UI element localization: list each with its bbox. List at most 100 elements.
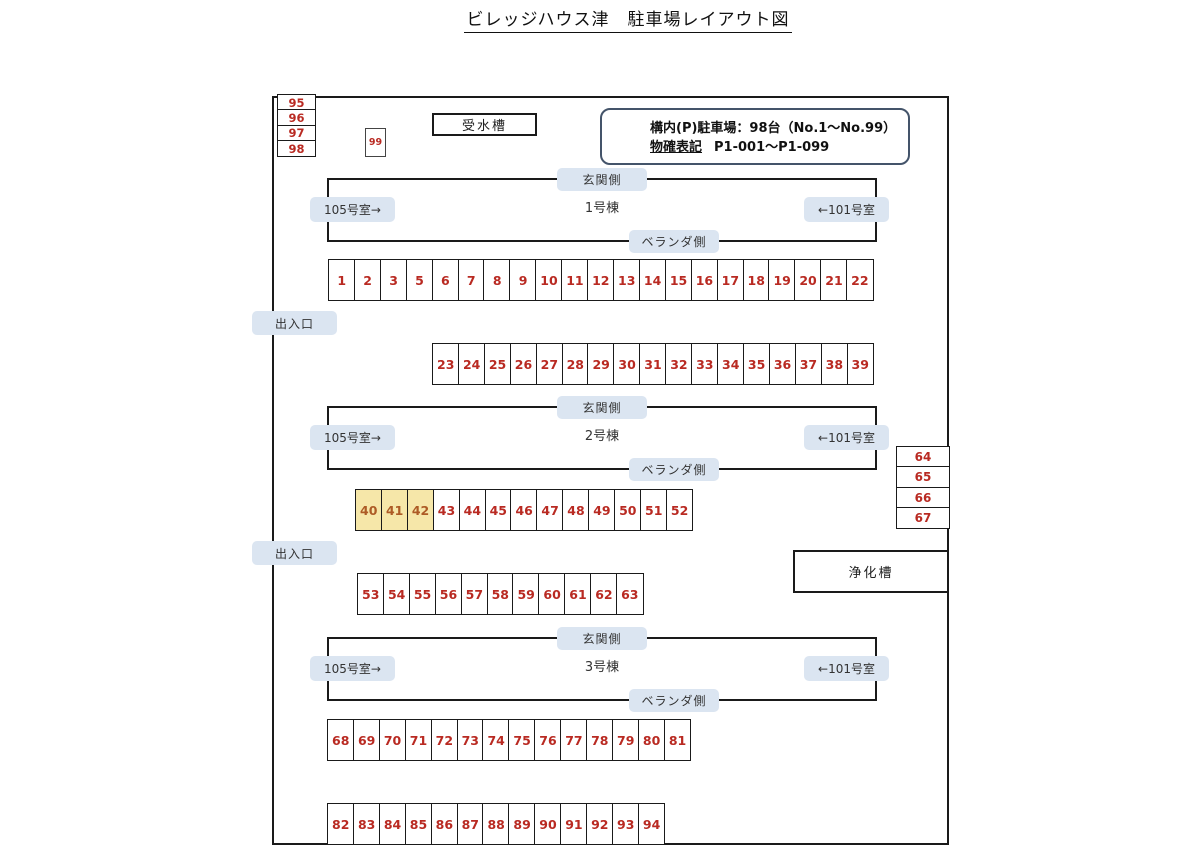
veranda-side-label: ベランダ側 <box>629 230 719 253</box>
parking-space-60: 60 <box>538 573 566 615</box>
parking-space-90: 90 <box>534 803 562 845</box>
parking-space-12: 12 <box>587 259 615 301</box>
parking-space-50: 50 <box>614 489 642 531</box>
parking-space-32: 32 <box>665 343 693 385</box>
parking-space-59: 59 <box>512 573 540 615</box>
parking-space-84: 84 <box>378 803 407 845</box>
parking-space-28: 28 <box>561 343 590 385</box>
parking-space-48: 48 <box>562 489 590 531</box>
parking-space-40: 40 <box>355 489 383 531</box>
parking-space-1: 1 <box>328 259 356 301</box>
parking-space-85: 85 <box>404 803 433 845</box>
page-title-text: ビレッジハウス津 駐車場レイアウト図 <box>463 5 793 33</box>
parking-space-26: 26 <box>509 343 538 385</box>
parking-space-89: 89 <box>508 803 536 845</box>
parking-space-92: 92 <box>586 803 614 845</box>
parking-space-94: 94 <box>637 803 666 845</box>
parking-space-82: 82 <box>327 803 355 845</box>
info-notation-value: P1-001～P1-099 <box>714 140 830 155</box>
building-3: 玄関側 105号室→ 3号棟 ←101号室 ベランダ側 <box>310 627 889 712</box>
parking-space-42: 42 <box>406 489 435 531</box>
parking-space-34: 34 <box>716 343 745 385</box>
parking-space-9: 9 <box>509 259 537 301</box>
parking-space-51: 51 <box>639 489 668 531</box>
parking-space-22: 22 <box>846 259 874 301</box>
parking-space-77: 77 <box>560 719 588 761</box>
entrance-side-label: 玄関側 <box>557 168 647 191</box>
parking-space-64: 64 <box>896 446 950 468</box>
parking-space-3: 3 <box>379 259 408 301</box>
veranda-side-label: ベランダ側 <box>629 458 719 481</box>
parking-space-57: 57 <box>460 573 489 615</box>
info-line-capacity: 構内(P)駐車場：98台（No.1～No.99） <box>650 121 897 136</box>
parking-space-61: 61 <box>564 573 592 615</box>
building-name: 3号棟 <box>584 660 620 675</box>
parking-space-74: 74 <box>482 719 510 761</box>
page-title: ビレッジハウス津 駐車場レイアウト図 <box>0 5 1200 33</box>
parking-space-65: 65 <box>896 466 950 489</box>
parking-space-43: 43 <box>432 489 461 531</box>
parking-space-39: 39 <box>846 343 874 385</box>
entrance-label-2: 出入口 <box>252 541 337 565</box>
parking-space-36: 36 <box>768 343 797 385</box>
parking-space-37: 37 <box>794 343 823 385</box>
parking-space-78: 78 <box>586 719 614 761</box>
parking-space-19: 19 <box>768 259 796 301</box>
parking-space-86: 86 <box>430 803 459 845</box>
room-101-label: ←101号室 <box>804 425 889 450</box>
parking-space-21: 21 <box>820 259 848 301</box>
parking-space-25: 25 <box>483 343 512 385</box>
parking-space-68: 68 <box>327 719 355 761</box>
parking-space-15: 15 <box>664 259 693 301</box>
building-1: 玄関側 105号室→ 1号棟 ←101号室 ベランダ側 <box>310 168 889 253</box>
parking-space-5: 5 <box>405 259 434 301</box>
parking-space-45: 45 <box>484 489 513 531</box>
parking-space-23: 23 <box>432 343 460 385</box>
parking-space-99: 99 <box>365 128 386 157</box>
parking-space-7: 7 <box>457 259 486 301</box>
water-tank-box: 受水槽 <box>432 113 537 136</box>
room-105-label: 105号室→ <box>310 197 395 222</box>
parking-space-83: 83 <box>352 803 381 845</box>
parking-space-27: 27 <box>535 343 564 385</box>
parking-space-49: 49 <box>588 489 616 531</box>
parking-space-10: 10 <box>535 259 563 301</box>
entrance-side-label: 玄関側 <box>557 396 647 419</box>
parking-space-87: 87 <box>456 803 485 845</box>
parking-space-76: 76 <box>534 719 562 761</box>
parking-space-41: 41 <box>380 489 409 531</box>
parking-space-20: 20 <box>794 259 822 301</box>
parking-space-71: 71 <box>404 719 433 761</box>
parking-space-70: 70 <box>378 719 407 761</box>
parking-space-67: 67 <box>896 507 950 530</box>
parking-space-80: 80 <box>637 719 666 761</box>
parking-space-55: 55 <box>408 573 437 615</box>
parking-space-13: 13 <box>612 259 641 301</box>
building-name: 1号棟 <box>584 201 620 216</box>
parking-space-97: 97 <box>277 124 316 142</box>
parking-space-54: 54 <box>382 573 411 615</box>
parking-space-66: 66 <box>896 486 950 509</box>
parking-space-69: 69 <box>352 719 381 761</box>
parking-space-98: 98 <box>277 140 316 158</box>
parking-space-17: 17 <box>716 259 745 301</box>
parking-space-91: 91 <box>560 803 588 845</box>
parking-space-46: 46 <box>510 489 538 531</box>
parking-space-88: 88 <box>482 803 510 845</box>
parking-space-2: 2 <box>353 259 382 301</box>
building-2: 玄関側 105号室→ 2号棟 ←101号室 ベランダ側 <box>310 396 889 481</box>
veranda-side-label: ベランダ側 <box>629 689 719 712</box>
parking-space-73: 73 <box>456 719 485 761</box>
parking-space-75: 75 <box>508 719 536 761</box>
septic-tank-box: 浄化槽 <box>793 550 949 593</box>
parking-space-35: 35 <box>742 343 771 385</box>
parking-space-11: 11 <box>561 259 589 301</box>
room-101-label: ←101号室 <box>804 197 889 222</box>
